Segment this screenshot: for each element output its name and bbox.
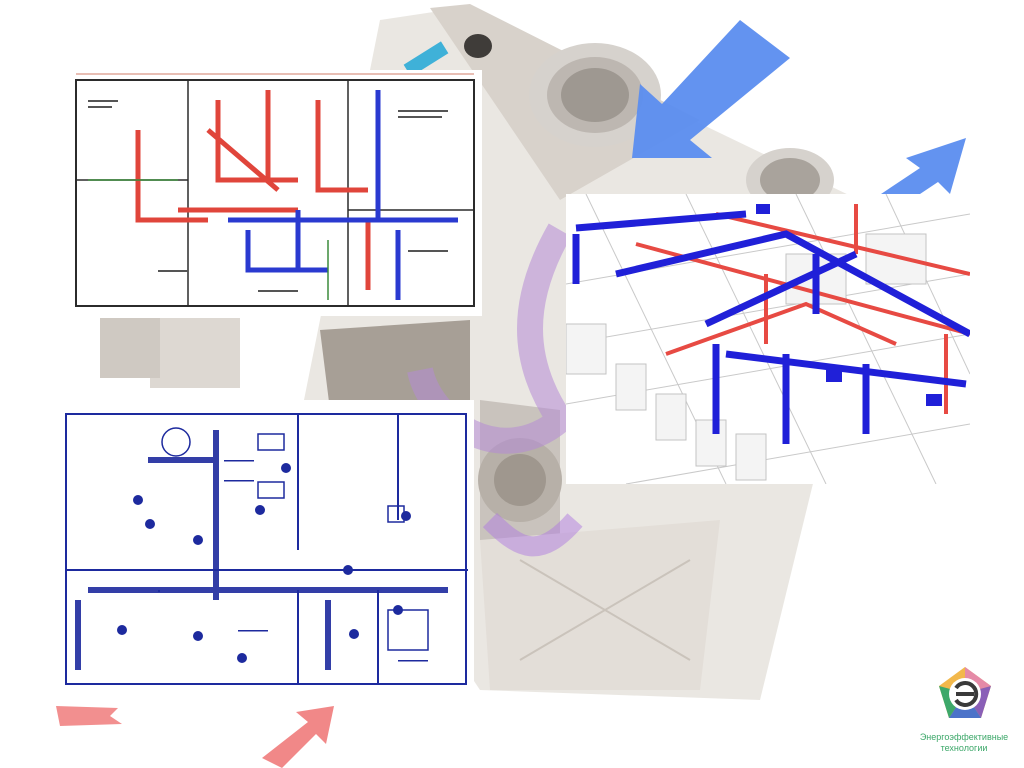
energy-efficiency-logo-icon: [939, 667, 991, 718]
brand-name: Энергоэффективные технологии: [916, 732, 1012, 754]
exhaust-arrow-bottom-icon: [262, 706, 334, 768]
duct-floor-plan-blue: [38, 400, 474, 700]
duct-isometric-view: [566, 194, 970, 484]
brand-logo: Энергоэффективные технологии: [916, 664, 1012, 760]
duct-floor-plan-colored: [68, 70, 482, 316]
supply-arrow-icon: [632, 20, 790, 158]
exhaust-arrow-left-icon: [56, 706, 122, 726]
brand-name-line2: технологии: [940, 743, 988, 753]
brand-name-line1: Энергоэффективные: [919, 732, 1009, 742]
